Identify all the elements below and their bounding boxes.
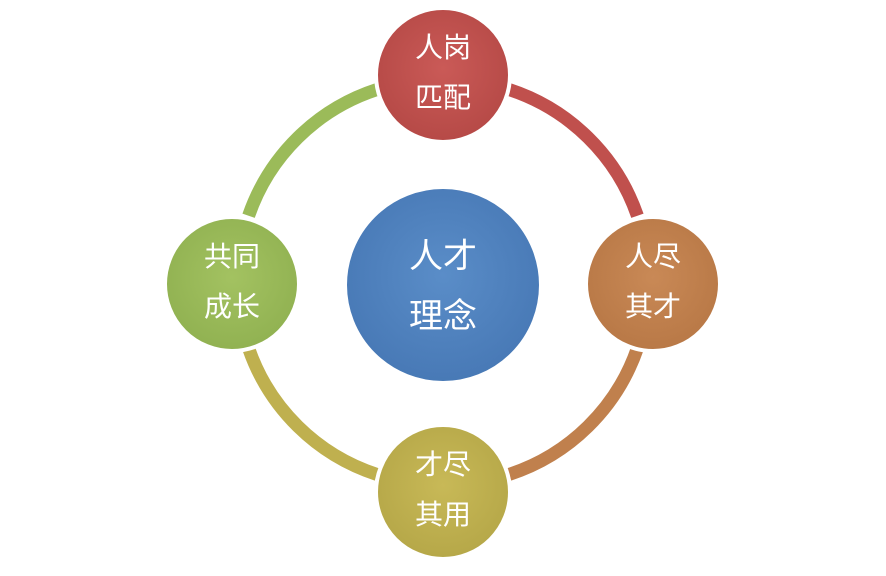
center-node: 人才 理念 (343, 185, 543, 385)
node-right: 人尽 其才 (584, 215, 722, 353)
node-left-line1: 共同 (204, 240, 260, 273)
arc-bottom-left (242, 346, 379, 481)
node-top-line1: 人岗 (415, 31, 471, 64)
arc-right-bottom (507, 346, 644, 481)
node-right-line2: 其才 (625, 290, 681, 323)
node-left: 共同 成长 (163, 215, 301, 353)
node-bottom: 才尽 其用 (374, 423, 512, 561)
node-top-line2: 匹配 (415, 81, 471, 114)
arc-top-right (507, 83, 644, 218)
center-line2: 理念 (409, 297, 477, 337)
node-bottom-line1: 才尽 (415, 448, 471, 481)
arc-left-top (242, 83, 379, 218)
center-line1: 人才 (409, 237, 477, 277)
node-right-line1: 人尽 (625, 240, 681, 273)
node-left-line2: 成长 (204, 290, 260, 323)
node-bottom-line2: 其用 (415, 498, 471, 531)
node-top: 人岗 匹配 (374, 6, 512, 144)
